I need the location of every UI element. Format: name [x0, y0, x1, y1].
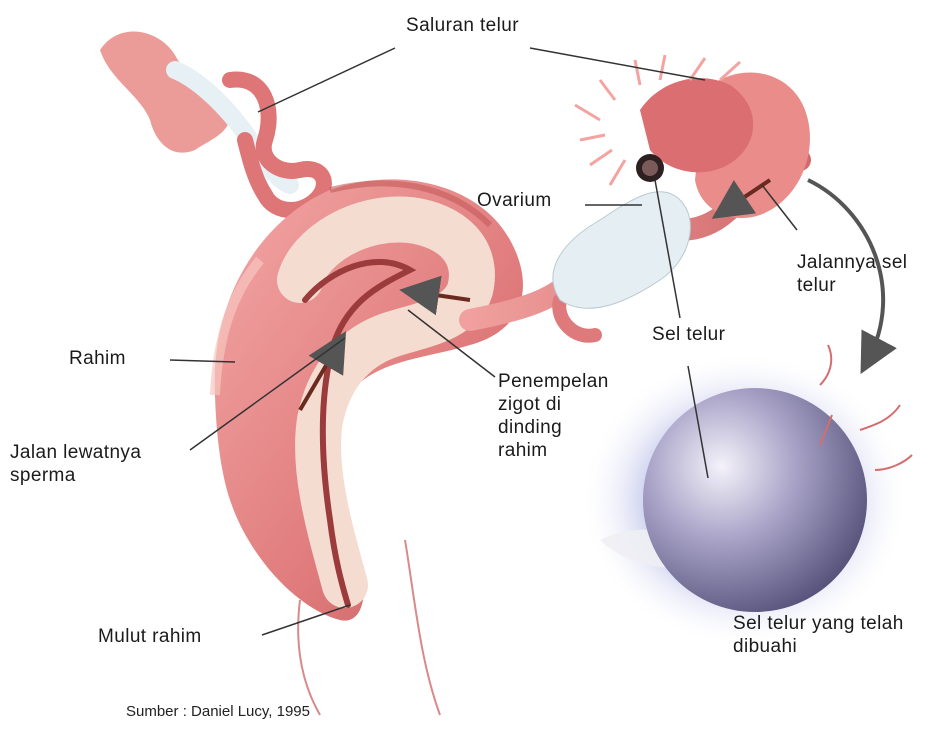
label-jalannya-sel-telur: Jalannya sel telur [797, 251, 907, 297]
label-line: sperma [10, 464, 141, 487]
label-line: Jalannya sel [797, 251, 907, 274]
label-line: Jalan lewatnya [10, 441, 141, 464]
label-sel-telur: Sel telur [652, 323, 725, 346]
label-mulut-rahim: Mulut rahim [98, 625, 202, 648]
ovary [553, 154, 691, 308]
label-line: Sel telur yang telah [733, 612, 904, 635]
label-line: dinding [498, 416, 609, 439]
left-fallopian-tube [100, 31, 324, 210]
label-ovarium: Ovarium [477, 189, 552, 212]
label-line: rahim [498, 439, 609, 462]
uterus [215, 179, 523, 620]
label-saluran-telur: Saluran telur [406, 14, 519, 37]
label-jalan-sperma: Jalan lewatnya sperma [10, 441, 141, 487]
label-penempelan-zigot: Penempelan zigot di dinding rahim [498, 370, 609, 462]
label-line: dibuahi [733, 635, 904, 658]
source-caption: Sumber : Daniel Lucy, 1995 [126, 703, 310, 720]
label-rahim: Rahim [69, 347, 126, 370]
label-line: telur [797, 274, 907, 297]
fertilized-egg [580, 345, 912, 648]
label-line: zigot di [498, 393, 609, 416]
label-line: Penempelan [498, 370, 609, 393]
label-sel-telur-dibuahi: Sel telur yang telah dibuahi [733, 612, 904, 658]
